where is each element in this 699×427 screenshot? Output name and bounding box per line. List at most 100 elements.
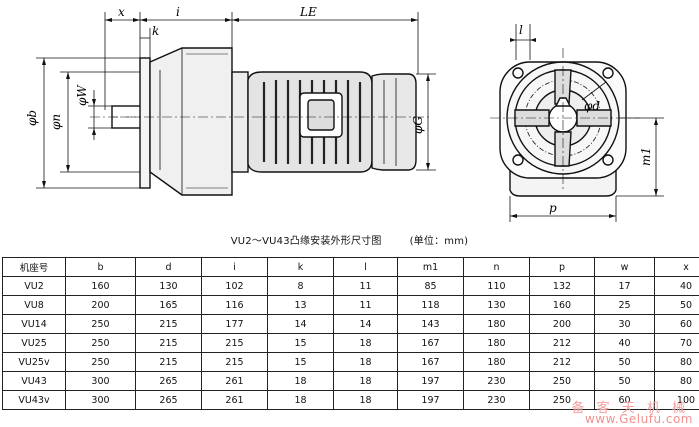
column-header: d xyxy=(135,257,202,277)
caption-title: VU2～VU43凸缘安装外形尺寸图 xyxy=(230,236,382,247)
table-cell: VU25 xyxy=(2,333,66,353)
table-cell: 132 xyxy=(529,276,595,296)
table-cell: 167 xyxy=(397,333,464,353)
dim-label-phi-w: φW xyxy=(75,84,89,106)
table-cell: 80 xyxy=(654,352,699,372)
table-cell: 300 xyxy=(65,371,136,391)
column-header: m1 xyxy=(397,257,464,277)
table-cell: 180 xyxy=(463,314,530,334)
dim-label-p: p xyxy=(549,201,557,215)
table-cell: 215 xyxy=(135,333,202,353)
table-cell: 167 xyxy=(397,352,464,372)
table-cell: 18 xyxy=(333,333,398,353)
table-cell: 100 xyxy=(654,390,699,410)
column-header: l xyxy=(333,257,398,277)
table-cell: 165 xyxy=(135,295,202,315)
table-cell: 215 xyxy=(201,333,268,353)
table-cell: 110 xyxy=(463,276,530,296)
table-cell: 265 xyxy=(135,371,202,391)
dim-label-phi-b: φb xyxy=(25,110,39,126)
table-cell: 300 xyxy=(65,390,136,410)
dim-label-i: i xyxy=(176,5,180,19)
dim-label-phi-g: φG xyxy=(411,116,425,134)
table-cell: 18 xyxy=(333,371,398,391)
column-header: k xyxy=(267,257,334,277)
table-cell: 215 xyxy=(135,352,202,372)
column-header: 机座号 xyxy=(2,257,66,277)
table-cell: 85 xyxy=(397,276,464,296)
table-cell: 160 xyxy=(529,295,595,315)
table-cell: 13 xyxy=(267,295,334,315)
column-header: w xyxy=(594,257,655,277)
table-cell: 160 xyxy=(65,276,136,296)
caption-unit: (单位：mm) xyxy=(409,236,469,247)
dim-label-phi-n: φn xyxy=(49,114,63,130)
table-cell: 250 xyxy=(65,314,136,334)
drawing-caption: VU2～VU43凸缘安装外形尺寸图 (单位：mm) xyxy=(0,232,699,247)
table-cell: 200 xyxy=(529,314,595,334)
table-cell: VU2 xyxy=(2,276,66,296)
table-cell: 197 xyxy=(397,371,464,391)
watermark-text: 备 客 天 机 械 xyxy=(571,401,689,416)
dim-label-x: x xyxy=(118,5,125,19)
table-cell: 50 xyxy=(594,352,655,372)
table-cell: 116 xyxy=(201,295,268,315)
table-cell: 15 xyxy=(267,352,334,372)
table-cell: 261 xyxy=(201,371,268,391)
dim-label-phi-d: φd xyxy=(584,99,600,113)
table-cell: 80 xyxy=(654,371,699,391)
table-cell: VU14 xyxy=(2,314,66,334)
table-cell: 40 xyxy=(654,276,699,296)
column-header: i xyxy=(201,257,268,277)
table-cell: 143 xyxy=(397,314,464,334)
table-cell: 212 xyxy=(529,333,595,353)
table-cell: 30 xyxy=(594,314,655,334)
table-cell: 18 xyxy=(267,371,334,391)
column-header: x xyxy=(654,257,699,277)
table-cell: 50 xyxy=(654,295,699,315)
dim-label-k: k xyxy=(152,24,159,38)
table-cell: 60 xyxy=(654,314,699,334)
dim-label-le: LE xyxy=(299,5,317,19)
table-cell: 70 xyxy=(654,333,699,353)
table-cell: 200 xyxy=(65,295,136,315)
table-cell: 50 xyxy=(594,371,655,391)
table-cell: 215 xyxy=(135,314,202,334)
table-cell: 197 xyxy=(397,390,464,410)
table-cell: 11 xyxy=(333,295,398,315)
table-cell: 230 xyxy=(463,390,530,410)
watermark-url: www.Gelufu.com xyxy=(584,412,693,426)
table-cell: 250 xyxy=(65,352,136,372)
table-cell: 212 xyxy=(529,352,595,372)
column-header: n xyxy=(463,257,530,277)
table-cell: 15 xyxy=(267,333,334,353)
table-cell: 130 xyxy=(135,276,202,296)
table-cell: 18 xyxy=(267,390,334,410)
table-cell: 130 xyxy=(463,295,530,315)
table-cell: 18 xyxy=(333,390,398,410)
column-header: p xyxy=(529,257,595,277)
table-cell: VU43v xyxy=(2,390,66,410)
table-cell: 250 xyxy=(529,371,595,391)
table-cell: 102 xyxy=(201,276,268,296)
table-cell: 25 xyxy=(594,295,655,315)
table-cell: 17 xyxy=(594,276,655,296)
table-cell: 14 xyxy=(333,314,398,334)
table-cell: 118 xyxy=(397,295,464,315)
table-cell: 11 xyxy=(333,276,398,296)
dim-label-l: l xyxy=(519,23,523,37)
table-cell: 177 xyxy=(201,314,268,334)
table-cell: 14 xyxy=(267,314,334,334)
table-cell: 265 xyxy=(135,390,202,410)
column-header: b xyxy=(65,257,136,277)
table-cell: 40 xyxy=(594,333,655,353)
table-cell: 261 xyxy=(201,390,268,410)
